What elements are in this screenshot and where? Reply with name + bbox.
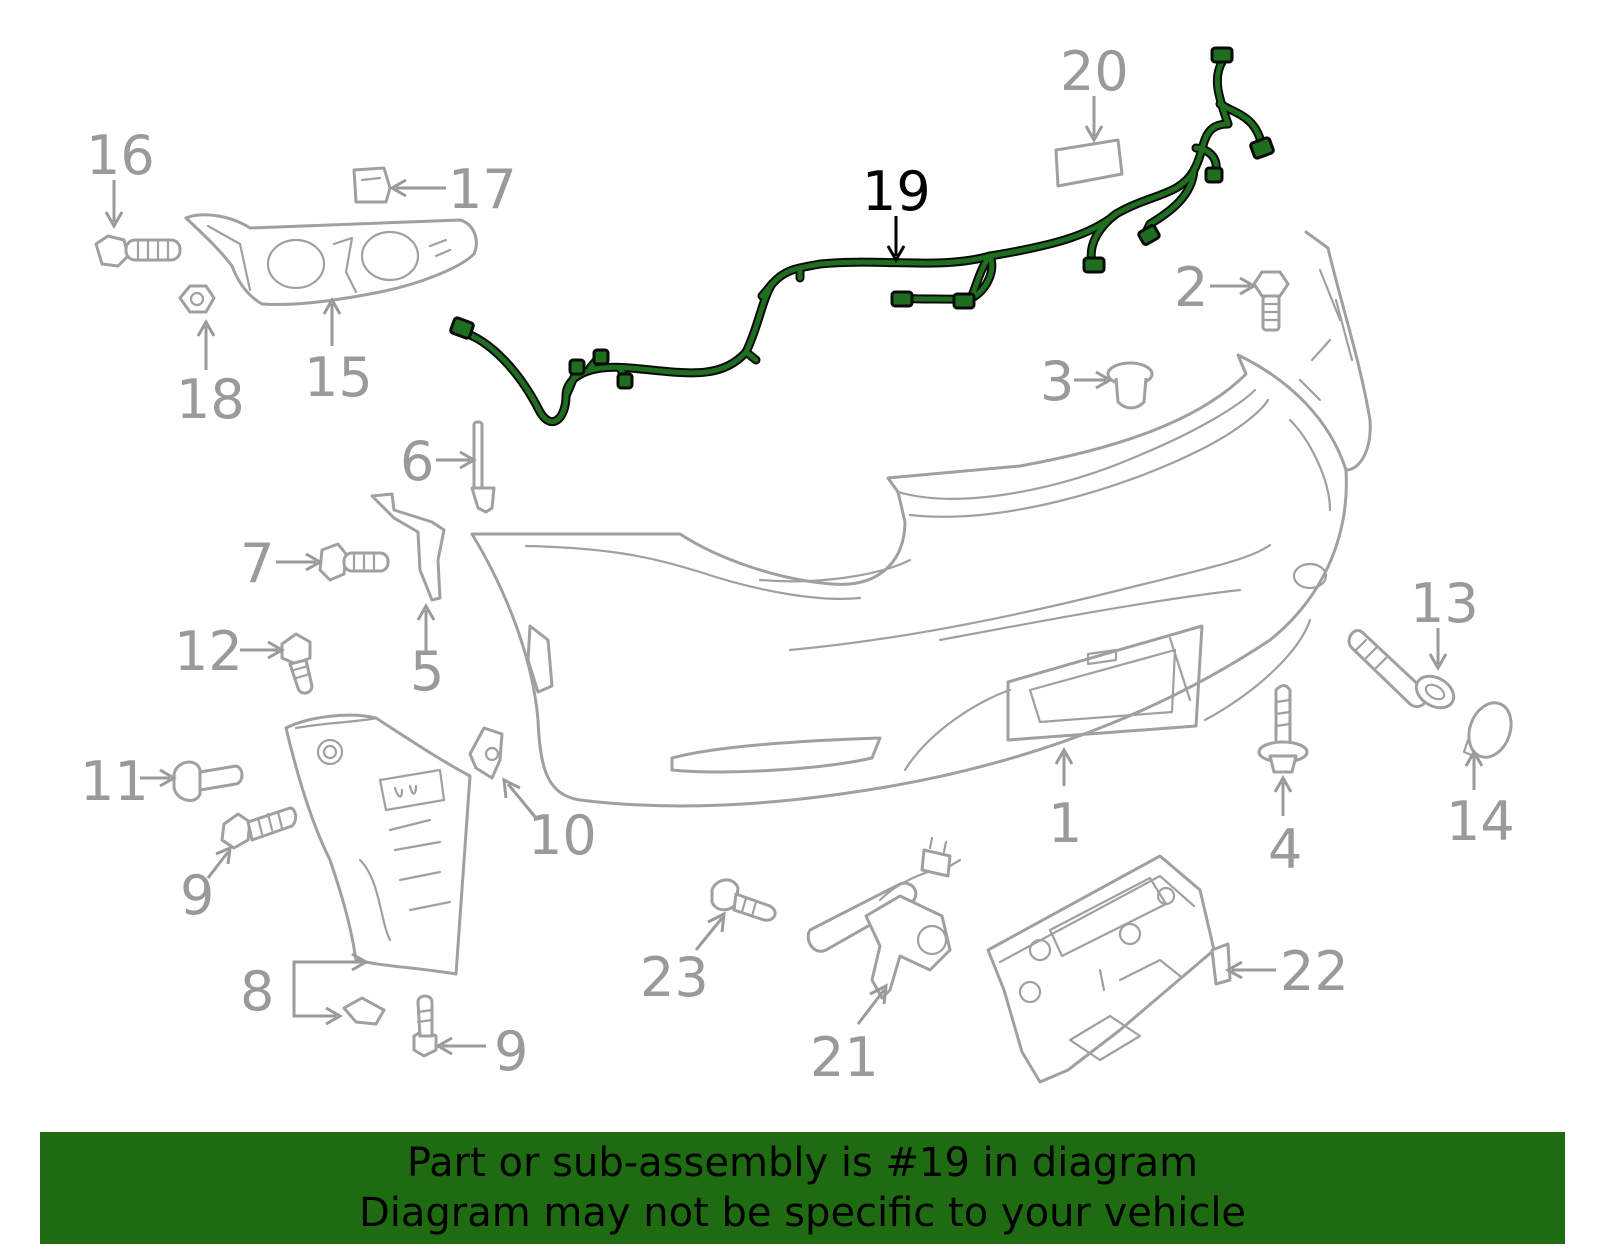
callout-13[interactable]: 13 <box>1410 572 1479 635</box>
callout-10[interactable]: 10 <box>528 804 597 867</box>
callout-23[interactable]: 23 <box>640 946 709 1009</box>
callout-15[interactable]: 15 <box>304 346 373 409</box>
banner-line-disclaimer: Diagram may not be specific to your vehi… <box>358 1190 1247 1236</box>
screw-part-12[interactable] <box>280 632 314 695</box>
clip-part-10[interactable] <box>468 726 504 780</box>
callout-2[interactable]: 2 <box>1174 256 1208 319</box>
sensor-part-21[interactable] <box>806 836 962 1000</box>
leader-arrows <box>104 96 1484 1056</box>
callout-3[interactable]: 3 <box>1040 350 1074 413</box>
callout-labels: 1 2 3 4 5 6 7 8 9 9 10 11 12 13 14 15 16… <box>80 40 1515 1089</box>
callout-20[interactable]: 20 <box>1060 40 1129 103</box>
callout-16[interactable]: 16 <box>86 124 155 187</box>
label-part-20[interactable] <box>1054 138 1124 188</box>
bolt-part-4[interactable] <box>1257 684 1309 774</box>
screw-part-7[interactable] <box>318 542 390 582</box>
bracket-part-8[interactable] <box>284 713 472 1026</box>
harness-connector <box>890 290 914 308</box>
harness-connector <box>568 358 586 376</box>
callout-14[interactable]: 14 <box>1446 790 1515 853</box>
harness-connector <box>1137 224 1161 246</box>
callout-11[interactable]: 11 <box>80 750 149 813</box>
callout-22[interactable]: 22 <box>1280 940 1349 1003</box>
callout-4[interactable]: 4 <box>1268 818 1302 881</box>
harness-connector <box>1249 136 1275 160</box>
grommet-part-3[interactable] <box>1106 361 1154 410</box>
harness-connector <box>1204 166 1224 184</box>
harness-connector <box>1082 256 1106 274</box>
nut-part-18[interactable] <box>178 284 216 314</box>
harness-connector <box>616 372 634 390</box>
bumper-cover-part[interactable] <box>470 230 1372 808</box>
clip-part-17[interactable] <box>352 166 392 204</box>
harness-connector <box>1210 46 1234 64</box>
callout-5[interactable]: 5 <box>410 640 444 703</box>
screw-part-9a[interactable] <box>220 806 298 850</box>
info-banner: Part or sub-assembly is #19 in diagram D… <box>40 1132 1565 1244</box>
callout-9a[interactable]: 9 <box>180 864 214 927</box>
bracket-part-5[interactable] <box>370 492 446 602</box>
push-pin-part-6[interactable] <box>470 420 496 514</box>
harness-connector <box>449 316 475 340</box>
callout-19[interactable]: 19 <box>862 160 931 223</box>
screw-part-9b[interactable] <box>412 994 438 1058</box>
tow-hook-part-13[interactable] <box>1347 629 1459 715</box>
callout-17[interactable]: 17 <box>448 158 517 221</box>
callout-1[interactable]: 1 <box>1048 792 1082 855</box>
harness-connector <box>592 348 610 366</box>
callout-9b[interactable]: 9 <box>494 1020 528 1083</box>
callout-18[interactable]: 18 <box>176 368 245 431</box>
banner-line-part-number: Part or sub-assembly is #19 in diagram <box>406 1140 1199 1186</box>
rivet-part-11[interactable] <box>172 760 244 802</box>
reflector-part-15[interactable] <box>184 213 478 306</box>
callout-6[interactable]: 6 <box>400 430 434 493</box>
callout-12[interactable]: 12 <box>174 620 243 683</box>
callout-21[interactable]: 21 <box>810 1026 879 1089</box>
harness-connector <box>952 292 976 310</box>
bolt-part-2[interactable] <box>1252 270 1290 332</box>
bracket-part-22[interactable] <box>986 854 1232 1084</box>
callout-7[interactable]: 7 <box>240 532 274 595</box>
bolt-part-16[interactable] <box>94 234 182 268</box>
screw-part-23[interactable] <box>710 878 777 922</box>
callout-8[interactable]: 8 <box>240 960 274 1023</box>
wiring-harness-part-19[interactable] <box>449 46 1275 427</box>
tow-cap-part-14[interactable] <box>1462 697 1519 763</box>
